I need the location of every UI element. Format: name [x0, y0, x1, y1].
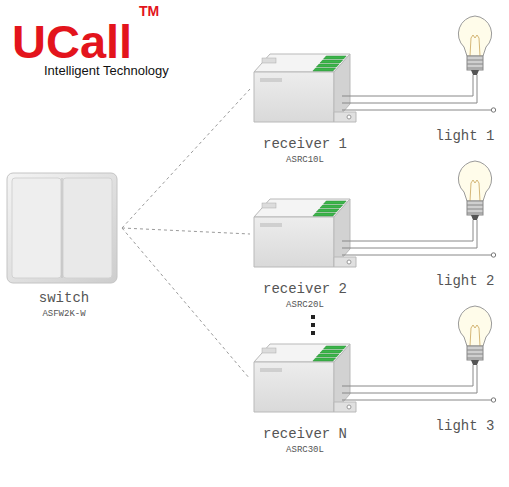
brand-tagline: Intelligent Technology: [44, 64, 169, 77]
dot: [311, 315, 315, 319]
wall-switch-image: [6, 172, 118, 284]
device-name: light 3: [425, 418, 505, 434]
receiver-module-image: [250, 193, 360, 275]
power-wire: [360, 96, 425, 110]
model-number: ASFW2K-W: [6, 309, 122, 319]
device-name: light 2: [425, 273, 505, 289]
light-bulb: light 3: [425, 300, 505, 434]
wireless-link: [122, 228, 250, 379]
light-bulb: light 1: [425, 10, 505, 144]
brand-logo: UCall: [12, 18, 132, 65]
model-number: ASRC10L: [250, 155, 360, 165]
light-bulb: light 2: [425, 155, 505, 289]
power-wire: [360, 241, 425, 255]
light-bulb-image: [425, 155, 505, 259]
light-bulb-graphic: [425, 306, 496, 402]
light-bulb-graphic: [425, 16, 496, 112]
light-bulb-image: [425, 300, 505, 404]
model-number: ASRC30L: [250, 445, 360, 455]
dot: [311, 323, 315, 327]
device-name: receiver 2: [250, 281, 360, 297]
device-name: switch: [6, 290, 122, 306]
wireless-link: [122, 228, 250, 234]
power-wire: [360, 386, 425, 400]
receiver-module: receiver 2 ASRC20L: [250, 193, 360, 310]
wall-switch-graphic: [7, 173, 117, 283]
trademark-mark: TM: [139, 4, 159, 18]
receiver-module-graphic: [254, 54, 360, 122]
wall-switch: switchASFW2K-W: [6, 172, 122, 319]
wireless-link: [122, 89, 250, 228]
receiver-module-graphic: [254, 344, 360, 412]
device-name: receiver 1: [250, 136, 360, 152]
model-number: ASRC20L: [250, 300, 360, 310]
receiver-module-image: [250, 338, 360, 420]
dot: [311, 331, 315, 335]
light-bulb-image: [425, 10, 505, 114]
receiver-module-graphic: [254, 199, 360, 267]
light-bulb-graphic: [425, 161, 496, 257]
receiver-module: receiver N ASRC30L: [250, 338, 360, 455]
receiver-module: receiver 1 ASRC10L: [250, 48, 360, 165]
receiver-module-image: [250, 48, 360, 130]
device-name: receiver N: [250, 426, 360, 442]
device-name: light 1: [425, 128, 505, 144]
